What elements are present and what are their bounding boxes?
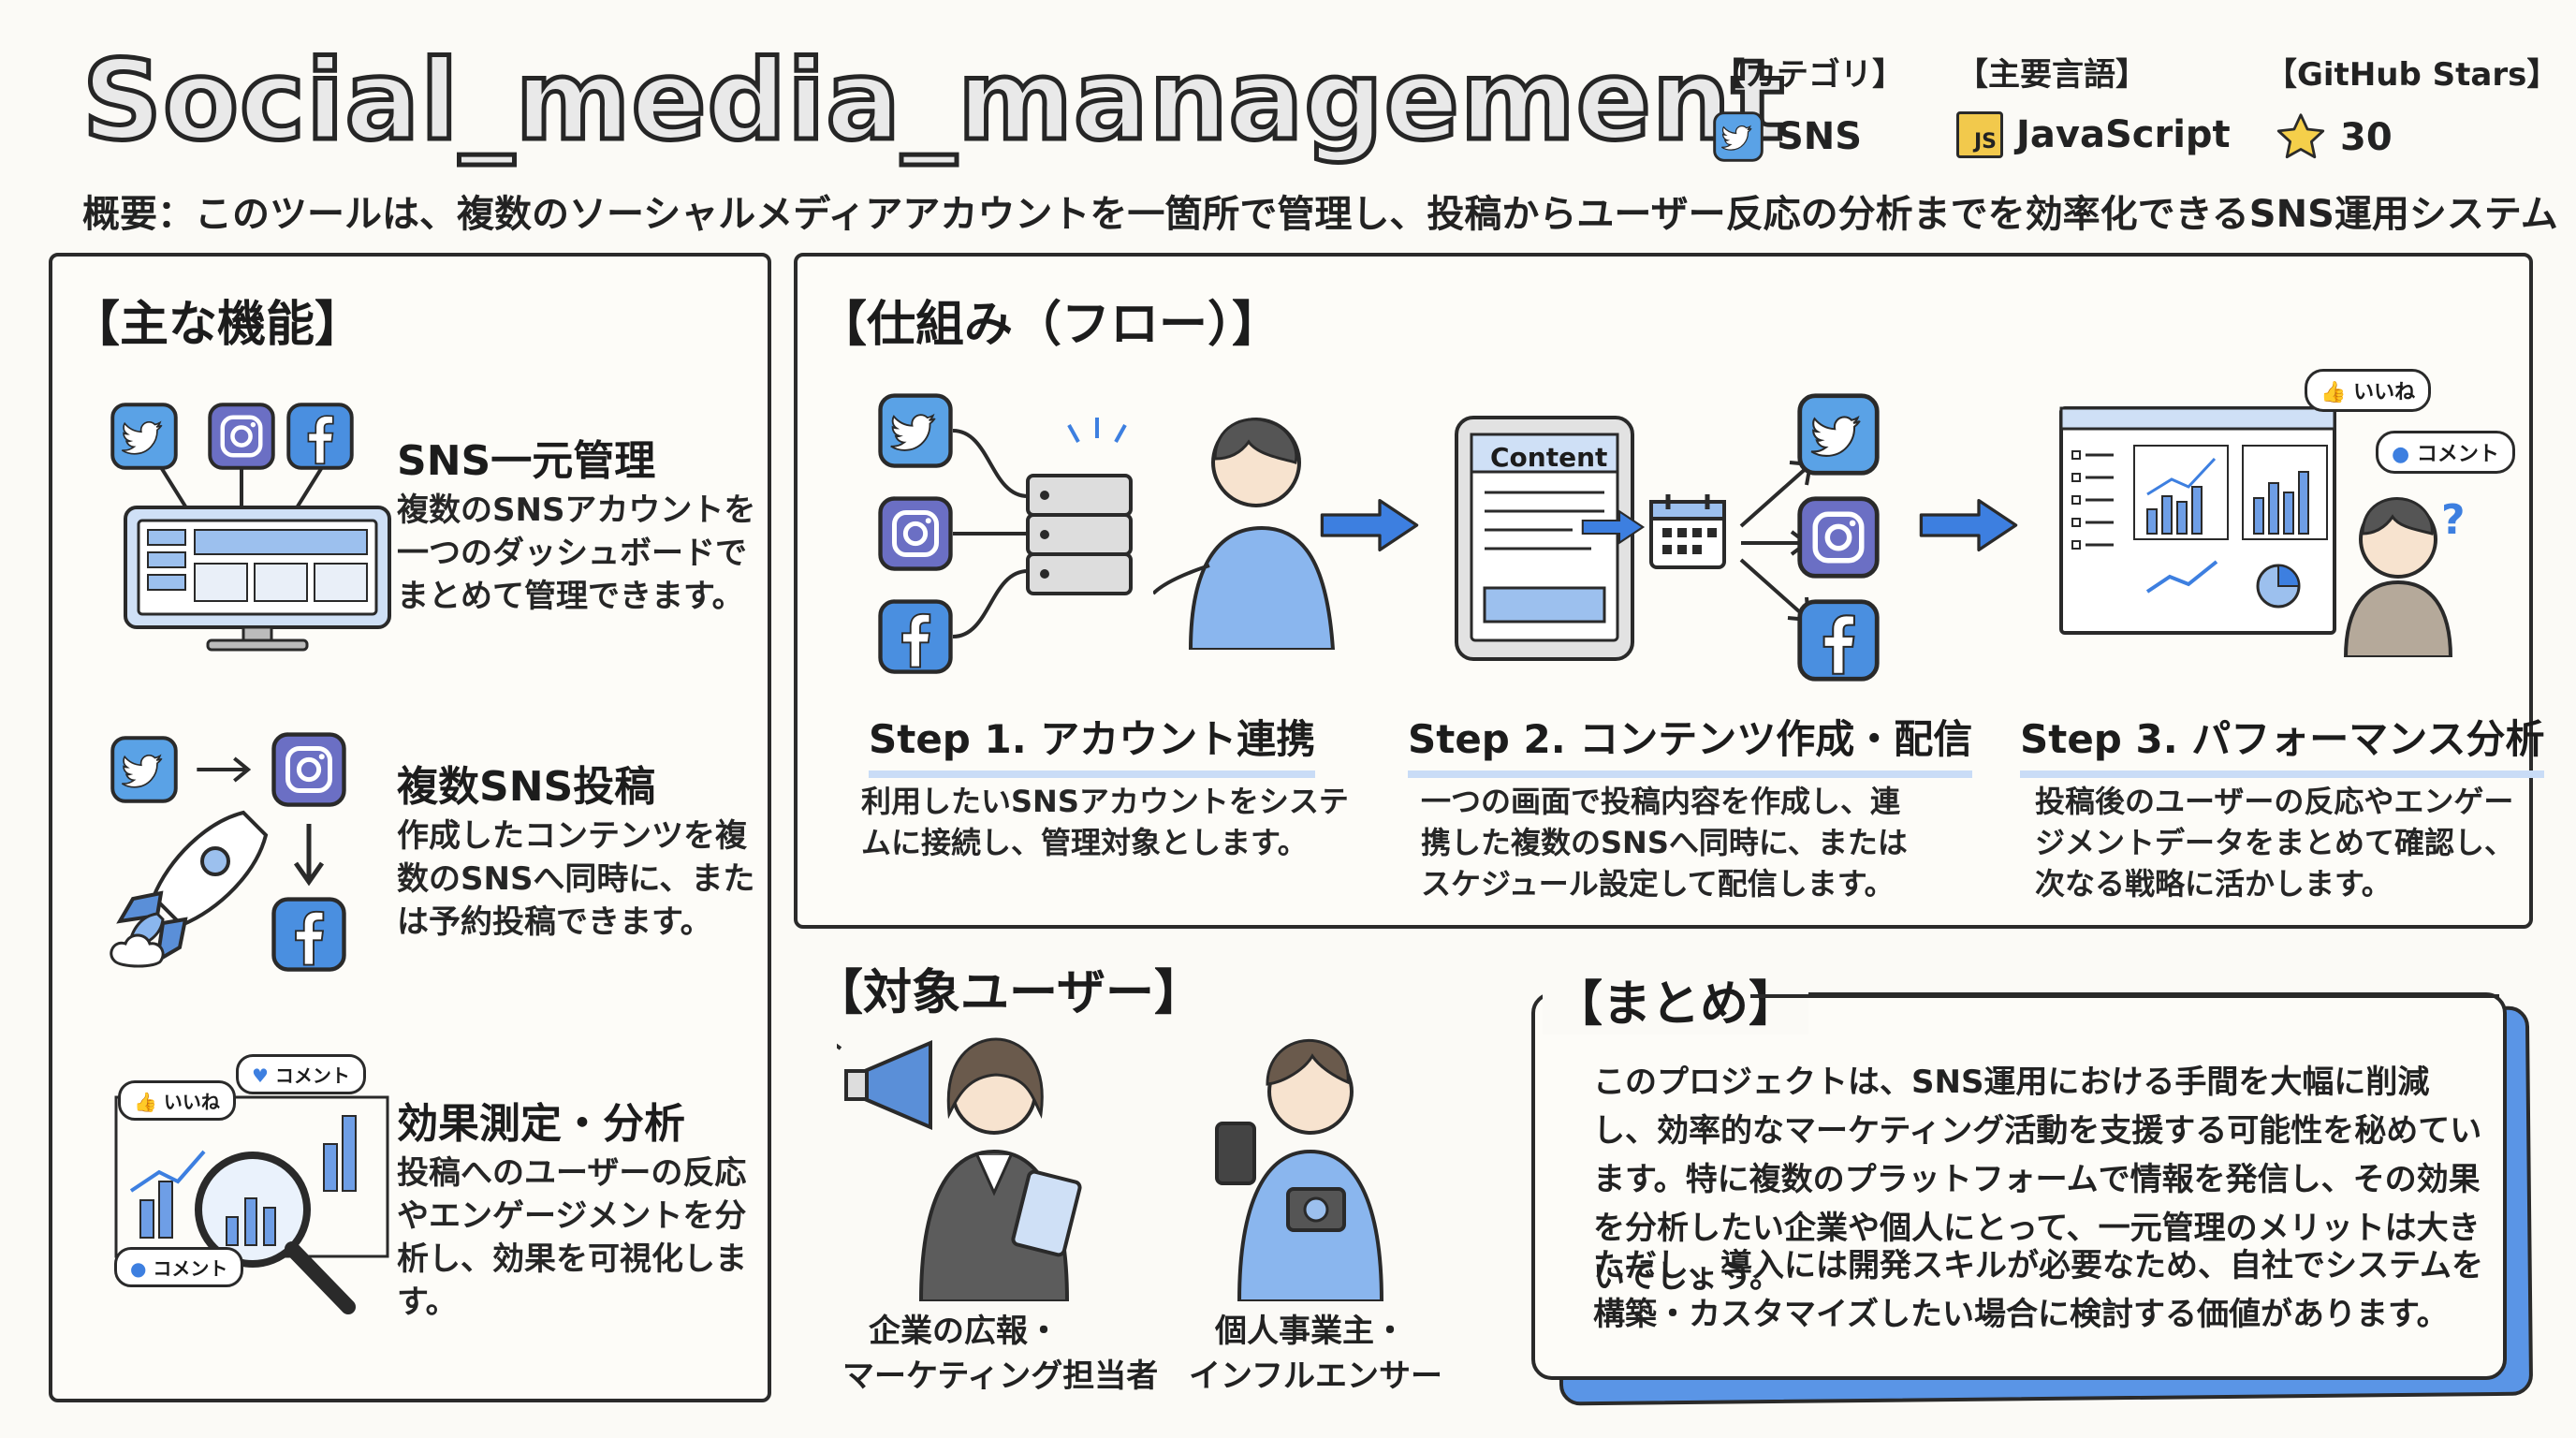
summary-para-2: ただし、導入には開発スキルが必要なため、自社でシステムを構築・カスタマイズしたい… <box>1593 1247 2483 1333</box>
stars-meta: 【GitHub Stars】 30 <box>2265 49 2558 164</box>
svg-text:?: ? <box>2441 496 2466 544</box>
person-illustration <box>1153 418 1336 650</box>
features-title: 【主な機能】 <box>71 297 364 353</box>
feature-name: SNS一元管理 <box>397 437 656 485</box>
facebook-icon <box>1797 599 1880 682</box>
category-label: 【カテゴリ】 <box>1713 56 1904 94</box>
features-panel: 【主な機能】 SNS一元管理 複数のSNSアカウントを一つのダッシュボードでまと… <box>49 253 771 1402</box>
flow-arrow-icon <box>1917 494 2020 556</box>
comment-icon: ● <box>130 1257 147 1280</box>
category-meta: 【カテゴリ】 SNS <box>1713 49 1904 162</box>
marketer-illustration <box>837 1037 1082 1301</box>
category-value-row: SNS <box>1713 111 1904 162</box>
flow-panel: 【仕組み（フロー）】 Content <box>794 253 2545 929</box>
flow-arrow-icon <box>1318 494 1421 556</box>
comment-bubble: ● コメント <box>2376 431 2515 474</box>
star-icon <box>2276 113 2325 159</box>
javascript-icon: JS <box>1956 111 2003 158</box>
comment-bubble: ♥ コメント <box>236 1054 366 1094</box>
facebook-icon <box>878 599 953 674</box>
tablet-icon <box>1455 416 1634 661</box>
calendar-icon <box>1649 494 1726 569</box>
heart-icon: ♥ <box>252 1064 269 1087</box>
feature-name: 効果測定・分析 <box>397 1100 685 1148</box>
distribute-arrows-icon <box>1739 461 1813 623</box>
user-label: 個人事業主・ インフルエンサー <box>1189 1309 1442 1399</box>
rocket-icon <box>110 810 269 968</box>
step-title: Step 1. アカウント連携 <box>869 708 1316 778</box>
twitter-icon <box>110 403 178 470</box>
thumbs-up-icon: 👍 <box>134 1091 157 1113</box>
twitter-icon <box>1713 111 1764 162</box>
facebook-icon <box>271 897 346 972</box>
monitor-icon <box>124 462 391 652</box>
summary-para-1: このプロジェクトは、SNS運用における手間を大幅に削減し、効率的なマーケティング… <box>1593 1064 2482 1296</box>
smartphone-icon <box>1215 1122 1256 1185</box>
server-icon <box>952 418 1133 638</box>
language-value: JavaScript <box>2016 113 2231 156</box>
stars-value: 30 <box>2340 116 2393 159</box>
comment-bubble-text: コメント <box>274 1064 350 1087</box>
like-bubble-text: いいね <box>163 1091 220 1113</box>
twitter-icon <box>110 736 178 803</box>
thinking-person-illustration: ? <box>2343 496 2466 657</box>
language-meta: 【主要言語】 JS JavaScript <box>1956 49 2231 158</box>
summary-panel: このプロジェクトは、SNS運用における手間を大幅に削減し、効率的なマーケティング… <box>1531 992 2507 1380</box>
stars-label: 【GitHub Stars】 <box>2265 56 2559 94</box>
dashboard-icon <box>2059 406 2336 635</box>
instagram-icon <box>271 732 346 807</box>
twitter-icon <box>1797 393 1880 476</box>
influencer-illustration <box>1215 1038 1384 1301</box>
user-label-line: マーケティング担当者 <box>842 1357 1159 1395</box>
user-label: 企業の広報・ マーケティング担当者 <box>842 1309 1159 1399</box>
summary-title-rule <box>1750 994 2499 998</box>
feature-desc: 投稿へのユーザーの反応やエンゲージメントを分析し、効果を可視化します。 <box>397 1154 747 1321</box>
arrow-down-icon <box>293 824 325 887</box>
flow-title: 【仕組み（フロー）】 <box>818 297 1281 353</box>
magnifier-icon <box>114 1095 389 1314</box>
like-bubble: 👍 いいね <box>118 1080 236 1121</box>
twitter-icon <box>878 393 953 468</box>
language-value-row: JS JavaScript <box>1956 111 2231 158</box>
facebook-icon <box>286 403 354 470</box>
thumbs-up-icon: 👍 <box>2320 381 2347 404</box>
instagram-icon <box>878 496 953 571</box>
feature-desc: 作成したコンテンツを複数のSNSへ同時に、または予約投稿できます。 <box>397 817 755 941</box>
like-bubble-text: いいね <box>2353 381 2416 404</box>
comment-bubble-text: コメント <box>153 1257 228 1280</box>
comment-bubble-text: コメント <box>2416 443 2499 466</box>
category-value: SNS <box>1777 115 1863 158</box>
instagram-icon <box>208 403 275 470</box>
comment-icon: ● <box>2392 443 2410 466</box>
user-label-line: 企業の広報・ <box>869 1313 1060 1350</box>
step-title: Step 3. パフォーマンス分析 <box>2020 708 2545 778</box>
step-desc: 一つの画面で投稿内容を作成し、連携した複数のSNSへ同時に、またはスケジュール設… <box>1421 784 1908 902</box>
feature-desc: 複数のSNSアカウントを一つのダッシュボードでまとめて管理できます。 <box>397 492 756 615</box>
users-title: 【対象ユーザー】 <box>814 965 1203 1021</box>
user-label-line: インフルエンサー <box>1189 1357 1442 1395</box>
stars-value-row: 30 <box>2275 111 2558 164</box>
comment-bubble: ● コメント <box>114 1247 244 1287</box>
megaphone-icon <box>863 1039 932 1131</box>
step-desc: 投稿後のユーザーの反応やエンゲージメントデータをまとめて確認し、次なる戦略に活か… <box>2035 784 2515 902</box>
feature-name: 複数SNS投稿 <box>397 763 656 811</box>
page-title: Social_media_management <box>80 34 1786 168</box>
language-label: 【主要言語】 <box>1956 56 2147 94</box>
user-label-line: 個人事業主・ <box>1215 1313 1406 1350</box>
like-bubble: 👍 いいね <box>2305 369 2432 412</box>
step-desc: 利用したいSNSアカウントをシステムに接続し、管理対象とします。 <box>861 784 1349 860</box>
arrow-icon <box>197 756 252 783</box>
overview-text: 概要：このツールは、複数のソーシャルメディアアカウントを一箇所で管理し、投稿から… <box>82 193 2558 236</box>
instagram-icon <box>1797 496 1880 579</box>
arrow-icon <box>1581 509 1646 545</box>
summary-title: 【まとめ】 <box>1543 964 1809 1034</box>
content-label: Content <box>1490 442 1608 473</box>
javascript-badge-text: JS <box>1973 130 1997 154</box>
step-title: Step 2. コンテンツ作成・配信 <box>1408 708 1973 778</box>
